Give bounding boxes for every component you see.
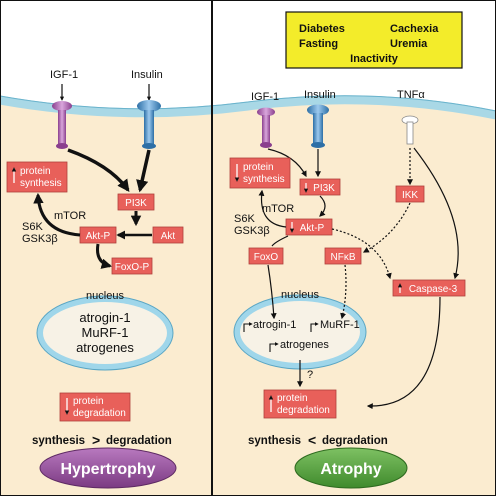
- left-balance-statement: synthesis > degradation: [32, 432, 172, 448]
- svg-text:<: <: [308, 432, 316, 448]
- right-balance-statement: synthesis < degradation: [248, 432, 388, 448]
- left-akt-box: Akt: [152, 226, 184, 244]
- right-atrogenes-label: atrogenes: [280, 339, 329, 351]
- right-tnfa-label: TNFα: [397, 89, 425, 101]
- left-igf1-label: IGF-1: [50, 69, 78, 81]
- right-murf-label: MuRF-1: [320, 319, 360, 331]
- right-protein-degradation-box: protein degradation: [263, 389, 337, 419]
- question-mark: ?: [307, 369, 313, 381]
- svg-text:synthesis: synthesis: [248, 435, 301, 447]
- right-panel: Diabetes Cachexia Fasting Uremia Inactiv…: [229, 11, 466, 489]
- right-insulin-receptor-icon: [307, 104, 329, 148]
- hypertrophy-badge: Hypertrophy: [39, 447, 177, 489]
- left-panel: IGF-1 Insulin protein synthesis PI3K: [6, 69, 184, 489]
- right-igf1-label: IGF-1: [251, 91, 279, 103]
- left-protein-degradation-box: protein degradation: [59, 392, 131, 422]
- svg-text:protein: protein: [73, 396, 104, 407]
- tnf-receptor-icon: [401, 115, 419, 145]
- right-insulin-label: Insulin: [304, 89, 336, 101]
- left-igf1-receptor-icon: [52, 101, 72, 149]
- left-nucleus: nucleus atrogin-1 MuRF-1 atrogenes: [36, 290, 174, 371]
- left-insulin-label: Insulin: [131, 69, 163, 81]
- hypertrophy-label: Hypertrophy: [60, 461, 155, 478]
- svg-text:>: >: [92, 432, 100, 448]
- svg-text:Inactivity: Inactivity: [350, 53, 399, 65]
- left-pi3k-box: PI3K: [117, 193, 155, 211]
- left-insulin-receptor-icon: [137, 100, 161, 149]
- right-s6k-label: S6K: [234, 213, 255, 225]
- nfkb-box: NFκB: [324, 247, 362, 265]
- stress-conditions-box: Diabetes Cachexia Fasting Uremia Inactiv…: [285, 11, 463, 69]
- right-pi3k-box: PI3K: [299, 178, 341, 196]
- left-atrogenes-label: atrogenes: [76, 340, 134, 355]
- svg-text:degradation: degradation: [106, 435, 172, 447]
- right-foxo-box: FoxO: [248, 247, 284, 265]
- right-mtor-label: mTOR: [262, 203, 294, 215]
- right-nucleus: nucleus atrogin-1 MuRF-1 atrogenes: [233, 289, 367, 370]
- right-gsk3b-label: GSK3β: [234, 225, 270, 237]
- right-nucleus-label: nucleus: [281, 289, 319, 301]
- svg-text:synthesis: synthesis: [32, 435, 85, 447]
- svg-text:FoxO-P: FoxO-P: [115, 262, 150, 273]
- left-protein-synthesis-line2: synthesis: [20, 178, 62, 189]
- svg-text:Akt: Akt: [161, 231, 176, 242]
- left-mtor-label: mTOR: [54, 210, 86, 222]
- svg-text:Diabetes: Diabetes: [299, 23, 345, 35]
- svg-text:Akt-P: Akt-P: [86, 231, 111, 242]
- svg-text:protein: protein: [243, 162, 274, 173]
- left-foxo-p-box: FoxO-P: [111, 257, 153, 275]
- svg-text:Akt-P: Akt-P: [300, 223, 325, 234]
- svg-text:Cachexia: Cachexia: [390, 23, 439, 35]
- right-igf1-receptor-icon: [257, 107, 275, 148]
- caspase3-box: Caspase-3: [392, 279, 466, 297]
- left-nucleus-label: nucleus: [86, 290, 124, 302]
- left-s6k-label: S6K: [22, 221, 43, 233]
- left-protein-synthesis-box: protein synthesis: [6, 161, 68, 193]
- svg-text:Uremia: Uremia: [390, 38, 428, 50]
- left-akt-p-box: Akt-P: [79, 226, 117, 244]
- svg-text:synthesis: synthesis: [243, 174, 285, 185]
- svg-text:Caspase-3: Caspase-3: [409, 284, 458, 295]
- svg-text:PI3K: PI3K: [313, 183, 335, 194]
- svg-text:protein: protein: [277, 393, 308, 404]
- left-murf-label: MuRF-1: [82, 325, 129, 340]
- cell-membrane: [0, 95, 496, 120]
- right-atrogin-label: atrogin-1: [253, 319, 296, 331]
- svg-text:degradation: degradation: [322, 435, 388, 447]
- atrophy-label: Atrophy: [320, 461, 381, 478]
- svg-text:FoxO: FoxO: [254, 252, 279, 263]
- ikk-box: IKK: [395, 185, 425, 203]
- right-akt-p-box: Akt-P: [285, 218, 333, 236]
- svg-text:NFκB: NFκB: [331, 252, 356, 263]
- right-protein-synthesis-box: protein synthesis: [229, 157, 291, 189]
- svg-text:PI3K: PI3K: [125, 198, 147, 209]
- svg-text:degradation: degradation: [277, 405, 330, 416]
- left-protein-synthesis-line1: protein: [20, 166, 51, 177]
- left-gsk3b-label: GSK3β: [22, 233, 58, 245]
- atrophy-badge: Atrophy: [294, 447, 408, 489]
- left-atrogin-label: atrogin-1: [79, 310, 130, 325]
- svg-text:IKK: IKK: [402, 190, 418, 201]
- membrane-edge: [0, 95, 496, 112]
- svg-text:Fasting: Fasting: [299, 38, 338, 50]
- svg-text:degradation: degradation: [73, 408, 126, 419]
